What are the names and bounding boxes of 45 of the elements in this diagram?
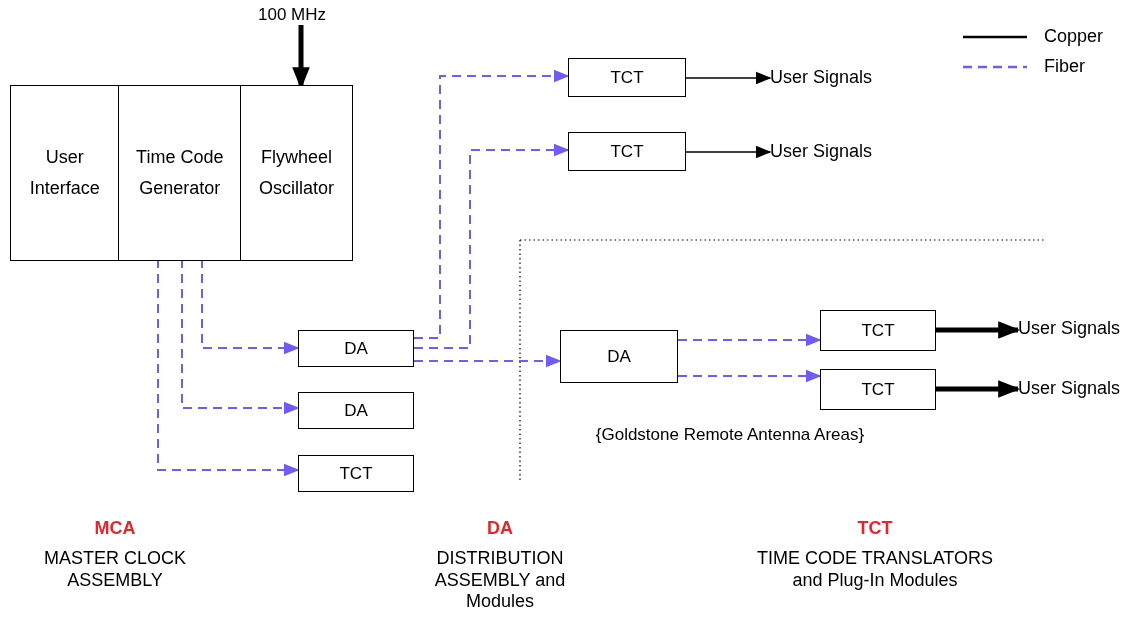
fiber-arrow <box>413 69 570 339</box>
node-text: 100 MHz <box>258 4 327 27</box>
area-note: {Goldstone Remote Antenna Areas} <box>594 425 866 446</box>
module-cell <box>118 85 242 261</box>
section-abbreviation: TCT <box>856 518 894 540</box>
module-box <box>298 330 414 367</box>
node-text: User Signals <box>1018 377 1121 401</box>
module-cell <box>240 85 353 261</box>
node-text: TCT <box>861 319 895 342</box>
node-text: User Interface <box>28 145 101 200</box>
node-text: TCT <box>339 462 373 485</box>
copper-arrow <box>685 145 772 159</box>
section-title: TIME CODE TRANSLATORS and Plug-In Modules <box>755 548 994 592</box>
node-text: User Signals <box>1018 317 1121 341</box>
module-box <box>298 392 414 429</box>
module-box <box>820 369 936 410</box>
node-text: DA <box>344 399 368 422</box>
node-text: DA <box>344 337 368 360</box>
module-box <box>560 330 678 383</box>
section-abbreviation: MCA <box>93 518 137 540</box>
copper-arrow <box>936 380 1021 398</box>
node-text: Time Code Generator <box>135 145 225 200</box>
fiber-arrow <box>413 143 570 349</box>
module-box <box>568 58 686 97</box>
legend-text: Copper <box>1044 26 1104 48</box>
section-abbreviation: DA <box>486 518 514 540</box>
fiber-arrow <box>413 354 562 368</box>
node-text: TCT <box>861 378 895 401</box>
module-box <box>568 132 686 171</box>
module-cell <box>10 85 120 261</box>
node-text: User Signals <box>770 66 873 90</box>
legend-text: Fiber <box>1044 56 1085 78</box>
fiber-arrow <box>677 369 822 383</box>
module-box <box>820 310 936 351</box>
node-text: TCT <box>610 66 644 89</box>
node-text: User Signals <box>770 140 873 164</box>
node-text: DA <box>607 345 631 368</box>
copper-arrow <box>685 71 772 85</box>
section-title: MASTER CLOCK ASSEMBLY <box>43 548 187 592</box>
fiber-arrow <box>677 333 822 347</box>
node-text: TCT <box>610 140 644 163</box>
copper-arrow <box>936 321 1021 339</box>
node-text: Flywheel Oscillator <box>258 145 335 200</box>
module-box <box>298 455 414 492</box>
section-title: DISTRIBUTION ASSEMBLY and Modules <box>433 548 567 613</box>
